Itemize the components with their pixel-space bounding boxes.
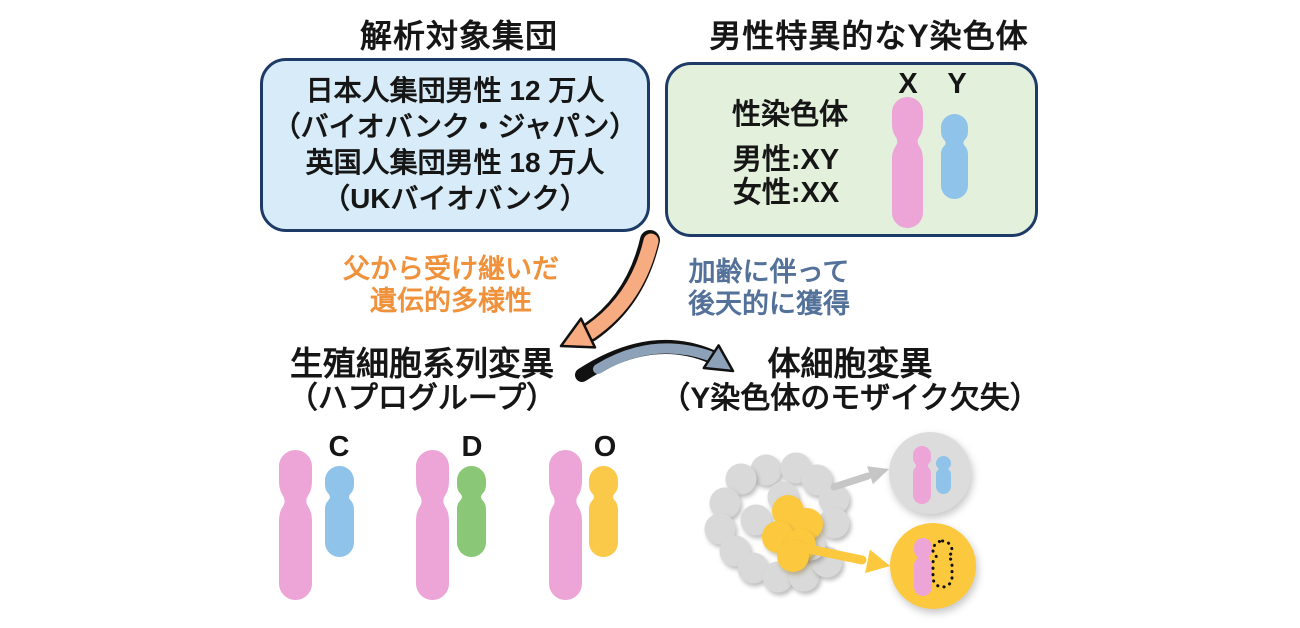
somatic-subtitle: （Y染色体のモザイク欠失） [660,382,1040,415]
x-chromosome-icon [914,538,932,596]
x-chromosome-icon [549,450,582,600]
y-chromosome-icon [936,456,951,494]
haplogroup-c-pair [279,450,354,600]
germline-title: 生殖細胞系列変異 [289,345,554,382]
cell-cluster [704,452,850,593]
loy-cell-arrow [799,543,890,574]
somatic-annotation-line2: 後天的に獲得 [688,289,850,319]
germline-annotation-line1: 父から受け継いだ [343,254,559,284]
female-karyotype-label: 女性:XX [732,177,840,209]
cohort-japan-count: 日本人集団男性 12 万人 [305,75,605,106]
somatic-annotation: 加齢に伴って 後天的に獲得 [688,256,850,320]
normal-cell [889,432,971,514]
cohort-uk-source: （UKバイオバンク） [322,183,588,214]
somatic-label: 体細胞変異 （Y染色体のモザイク欠失） [660,346,1039,416]
germline-label: 生殖細胞系列変異 （ハプログループ） [288,346,556,416]
haplogroup-o-label: O [593,431,617,463]
missing-y-outline-icon [931,539,954,589]
germline-annotation: 父から受け継いだ 遺伝的多様性 [343,253,559,317]
loy-cells [762,495,823,572]
x-chromosome-label: X [898,68,918,100]
haplogroup-o-pair [549,450,618,600]
cohort-box: 日本人集団男性 12 万人 （バイオバンク・ジャパン） 英国人集団男性 18 万… [260,58,650,232]
somatic-annotation-line1: 加齢に伴って [688,257,850,287]
sex-chromosome-box [665,62,1038,237]
loy-cell [890,523,976,609]
x-chromosome-icon [279,450,312,600]
left-panel-title: 解析対象集団 [359,18,559,54]
germline-annotation-line2: 遺伝的多様性 [370,286,532,316]
cohort-japan-source: （バイオバンク・ジャパン） [272,111,638,142]
y-chromosome-label: Y [947,68,967,100]
haplogroup-d-label: D [461,431,483,463]
haplogroup-c-label: C [328,431,350,463]
right-panel-title: 男性特異的なY染色体 [709,18,1029,54]
sex-chromosome-label: 性染色体 [731,99,849,131]
inherited-arrow [559,230,660,349]
normal-cell-arrow [830,466,889,491]
cohort-uk-count: 英国人集団男性 18 万人 [305,147,605,178]
germline-subtitle: （ハプログループ） [287,382,557,415]
y-chromosome-c-icon [325,466,354,557]
y-chromosome-o-icon [589,466,618,557]
x-chromosome-icon [913,446,931,504]
haplogroup-d-pair [416,450,486,600]
y-chromosome-d-icon [457,466,486,557]
x-chromosome-icon [416,450,449,600]
somatic-title: 体細胞変異 [767,345,933,382]
male-karyotype-label: 男性:XY [732,144,840,176]
